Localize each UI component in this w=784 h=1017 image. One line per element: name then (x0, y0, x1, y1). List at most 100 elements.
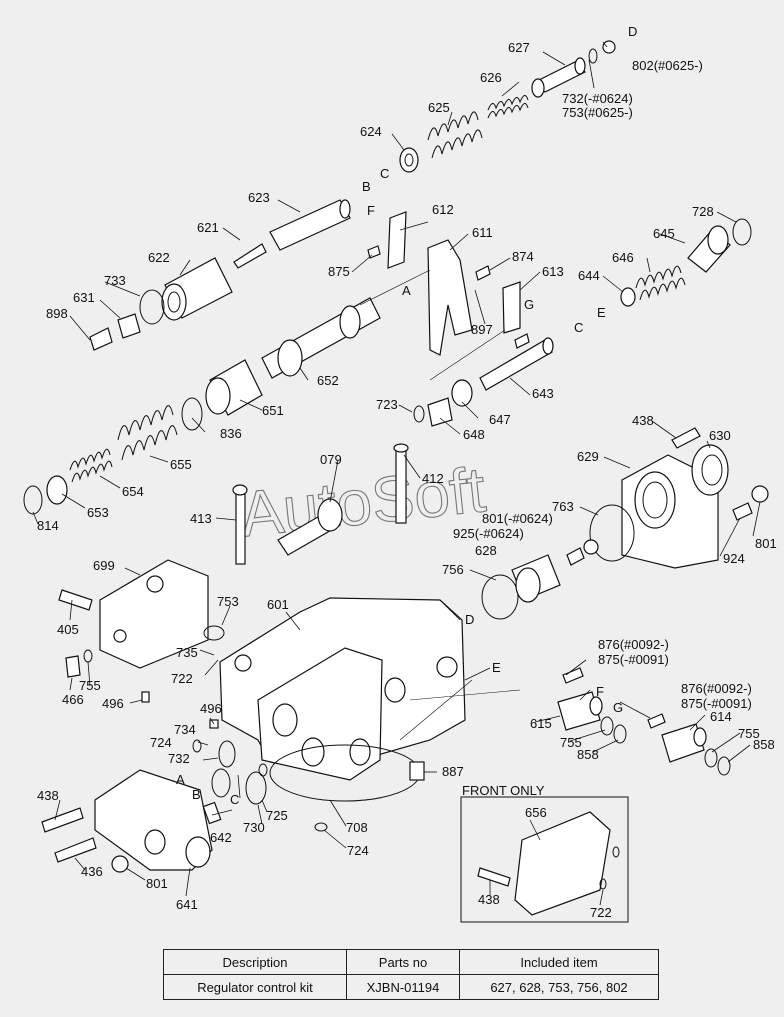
part-label: 601 (267, 597, 289, 612)
part-label: 628 (475, 543, 497, 558)
column-header-parts-no: Parts no (346, 949, 460, 975)
part-label: 644 (578, 268, 600, 283)
part-label: 875(-#0091) (598, 652, 669, 667)
part-654 (69, 448, 113, 483)
port-letter: C (230, 792, 239, 807)
part-label: 836 (220, 426, 242, 441)
part-613 (502, 281, 521, 334)
part-753-seal (203, 625, 225, 641)
part-label: 735 (176, 645, 198, 660)
part-label: 876(#0092-) (681, 681, 752, 696)
part-label: 801 (146, 876, 168, 891)
part-label: 496 (200, 701, 222, 716)
part-466 (65, 655, 81, 678)
part-label: 629 (577, 449, 599, 464)
part-924 (732, 502, 753, 521)
part-label: 732 (168, 751, 190, 766)
part-875b (514, 333, 530, 349)
part-label: 728 (692, 204, 714, 219)
part-label: 438 (37, 788, 59, 803)
part-641 (94, 769, 213, 871)
part-621 (233, 243, 267, 269)
part-label: 466 (62, 692, 84, 707)
part-label: 725 (266, 808, 288, 823)
part-label: 925(-#0624) (453, 526, 524, 541)
part-802 (602, 40, 616, 54)
port-letter: A (402, 283, 411, 298)
part-611 (427, 239, 473, 356)
part-label: 436 (81, 864, 103, 879)
part-699 (99, 559, 209, 669)
part-643 (479, 337, 554, 391)
part-612 (387, 211, 407, 269)
part-label: 874 (512, 249, 534, 264)
part-label: 755 (738, 726, 760, 741)
part-label: 626 (480, 70, 502, 85)
part-627 (531, 57, 587, 98)
part-label: 438 (478, 892, 500, 907)
part-622 (161, 257, 233, 321)
part-label: 438 (632, 413, 654, 428)
parts-kit-table: Description Parts no Included item Regul… (163, 949, 659, 1000)
part-label: 722 (171, 671, 193, 686)
part-label: 876(#0092-) (598, 637, 669, 652)
part-label: 647 (489, 412, 511, 427)
port-letter: C (574, 320, 583, 335)
part-label: 621 (197, 220, 219, 235)
part-label: 627 (508, 40, 530, 55)
part-label: 079 (320, 452, 342, 467)
part-652 (261, 297, 381, 379)
part-label: 699 (93, 558, 115, 573)
part-label: 631 (73, 290, 95, 305)
port-letter: B (362, 179, 371, 194)
port-letter: E (492, 660, 501, 675)
part-label: 613 (542, 264, 564, 279)
part-876-upper (562, 667, 584, 684)
part-label: 814 (37, 518, 59, 533)
part-615 (557, 691, 603, 731)
part-label: 653 (87, 505, 109, 520)
part-631 (117, 313, 141, 339)
part-755-858-upper (600, 716, 627, 744)
part-763 (589, 504, 635, 562)
cell-description: Regulator control kit (163, 974, 347, 1000)
part-label: 496 (102, 696, 124, 711)
part-label: 708 (346, 820, 368, 835)
part-626 (487, 95, 529, 119)
part-label: 897 (471, 322, 493, 337)
part-label: 611 (472, 225, 493, 240)
part-875a (367, 245, 381, 259)
part-624 (399, 147, 419, 173)
part-079 (277, 498, 343, 556)
part-874 (475, 265, 491, 281)
part-755-858-lower (704, 748, 731, 776)
cell-included-item: 627, 628, 753, 756, 802 (459, 974, 659, 1000)
part-label: 724 (347, 843, 369, 858)
part-label: 887 (442, 764, 464, 779)
part-label: 614 (710, 709, 732, 724)
part-756 (481, 574, 519, 620)
column-header-included-item: Included item (459, 949, 659, 975)
part-642 (202, 801, 222, 825)
part-756-plug (511, 554, 561, 603)
part-label: 858 (753, 737, 775, 752)
part-733 (139, 289, 165, 325)
part-label: 753 (217, 594, 239, 609)
table-row: Regulator control kit XJBN-01194 627, 62… (163, 974, 659, 1000)
port-letter: A (176, 772, 185, 787)
part-label: 875 (328, 264, 350, 279)
part-label: 756 (442, 562, 464, 577)
port-letter: G (613, 700, 623, 715)
part-628 (566, 547, 585, 566)
part-label: 615 (530, 716, 552, 731)
part-label: 641 (176, 897, 198, 912)
part-436 (54, 837, 97, 863)
part-label: 648 (463, 427, 485, 442)
port-letter: F (596, 684, 604, 699)
part-label: 622 (148, 250, 170, 265)
part-625 (427, 111, 483, 159)
part-496-left (141, 691, 150, 703)
port-letter: F (367, 203, 375, 218)
part-label: 646 (612, 250, 634, 265)
